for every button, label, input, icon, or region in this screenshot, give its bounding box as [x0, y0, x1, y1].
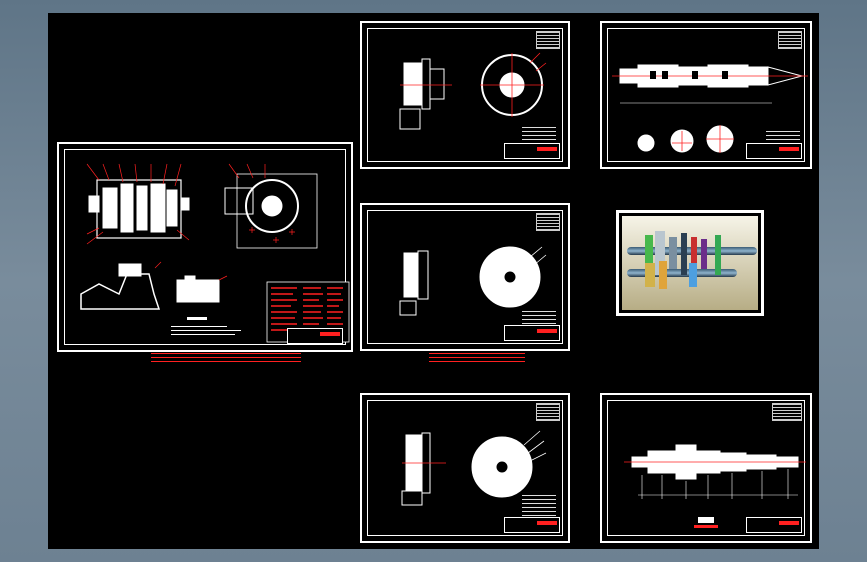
- gearbox-model-render: [622, 216, 758, 310]
- sheet-border: [367, 210, 563, 344]
- roughness-block: [778, 31, 802, 49]
- sheet-border: [607, 400, 805, 536]
- sheet-shaft-1[interactable]: [600, 21, 812, 169]
- sheet-assembly[interactable]: [57, 142, 353, 352]
- title-block: [287, 328, 343, 344]
- shaft-1-drawing: [612, 64, 808, 153]
- roughness-block: [772, 403, 802, 421]
- tech-notes: [522, 495, 556, 517]
- gear-2-caption: [429, 353, 525, 363]
- title-block: [504, 325, 560, 341]
- sheet-gear-2[interactable]: [360, 203, 570, 351]
- sheet-model-render[interactable]: [616, 210, 764, 316]
- assembly-caption: [151, 353, 301, 365]
- title-block: [746, 143, 802, 159]
- title-block: [746, 517, 802, 533]
- sheet-border: [367, 28, 563, 162]
- sheet-gear-1[interactable]: [360, 21, 570, 169]
- gear-2-drawing: [399, 246, 547, 316]
- roughness-block: [536, 213, 560, 231]
- gear-3-drawing: [401, 430, 547, 506]
- title-block: [504, 517, 560, 533]
- roughness-block: [536, 403, 560, 421]
- cad-model-space[interactable]: [48, 13, 819, 549]
- gear-1-drawing: [399, 52, 547, 130]
- sheet-border: [607, 28, 805, 162]
- sheet-shaft-2[interactable]: [600, 393, 812, 543]
- sheet-border: [367, 400, 563, 536]
- title-block: [504, 143, 560, 159]
- assembly-drawing: [80, 163, 350, 343]
- shaft-2-drawing: [624, 444, 806, 528]
- roughness-block: [536, 31, 560, 49]
- sheet-gear-3[interactable]: [360, 393, 570, 543]
- sheet-border: [64, 149, 346, 345]
